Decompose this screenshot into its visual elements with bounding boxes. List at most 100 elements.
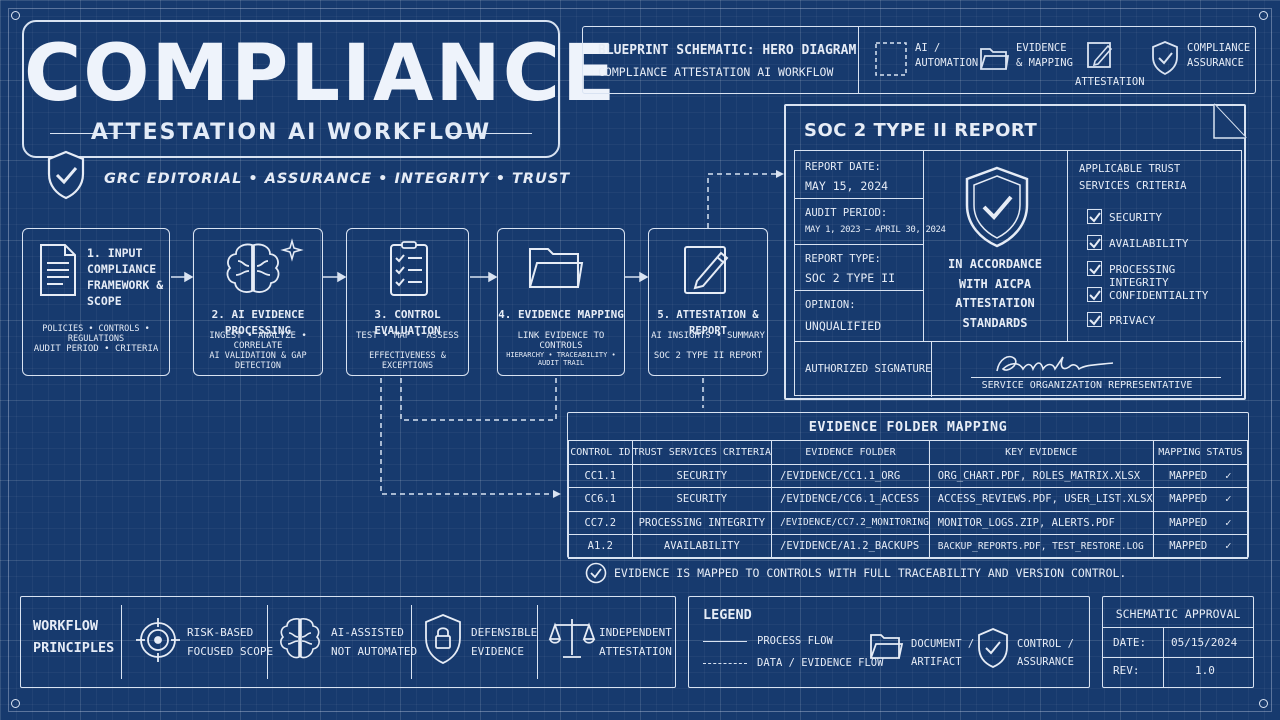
divider: [1163, 627, 1164, 687]
seal-text: IN ACCORDANCE WITH AICPA ATTESTATION STA…: [948, 257, 1042, 330]
step-detail: TEST • MAP • ASSESS: [356, 331, 459, 341]
criteria-privacy: PRIVACY: [1087, 312, 1155, 327]
principles-title: WORKFLOW PRINCIPLES: [33, 618, 115, 656]
ai-brain-icon: [280, 618, 320, 659]
mapping-status: MAPPED: [1169, 540, 1208, 553]
divider: [1103, 627, 1253, 628]
workflow-principles: WORKFLOW PRINCIPLES RISK-BASED FOCUSED S…: [20, 596, 676, 688]
divider: [267, 605, 268, 679]
step-detail: POLICIES • CONTROLS • REGULATIONS: [42, 324, 150, 344]
corner-mark: [1259, 11, 1268, 20]
column-header: TRUST SERVICES CRITERIA: [631, 440, 773, 465]
table-row[interactable]: CC7.2 PROCESSING INTEGRITY /EVIDENCE/CC7…: [568, 510, 1249, 535]
divider: [1067, 151, 1068, 341]
table-row[interactable]: CC1.1 SECURITY /EVIDENCE/CC1.1_ORG ORG_C…: [568, 463, 1249, 488]
step-title: 4. EVIDENCE MAPPING: [498, 308, 624, 321]
ai-brain-icon: [226, 238, 304, 293]
evidence-note: EVIDENCE IS MAPPED TO CONTROLS WITH FULL…: [614, 566, 1127, 580]
column-header: KEY EVIDENCE: [928, 440, 1154, 465]
opinion-value: UNQUALIFIED: [805, 319, 882, 333]
evidence-title: EVIDENCE FOLDER MAPPING: [808, 419, 1008, 435]
shield-lock-icon: [425, 614, 461, 664]
report-type-label: REPORT TYPE:: [805, 253, 881, 265]
corner-mark: [1259, 699, 1268, 708]
step-ai-processing[interactable]: 2. AI EVIDENCE PROCESSING INGEST • ANALY…: [193, 228, 323, 376]
header-title: BLUEPRINT SCHEMATIC: HERO DIAGRAM: [598, 43, 857, 58]
shield-check-icon: [47, 150, 85, 200]
report-date-label: REPORT DATE:: [805, 161, 881, 173]
legend-process-flow: PROCESS FLOW: [757, 635, 833, 647]
mapping-status: MAPPED: [1169, 469, 1208, 482]
mapping-status: MAPPED: [1169, 493, 1208, 506]
title-rule: [50, 133, 134, 134]
check-icon: ✓: [1225, 469, 1232, 482]
divider: [795, 244, 923, 245]
signature-mark: [996, 355, 1114, 372]
schematic-approval: SCHEMATIC APPROVAL DATE: 05/15/2024 REV:…: [1102, 596, 1254, 688]
table-row[interactable]: CC6.1 SECURITY /EVIDENCE/CC6.1_ACCESS AC…: [568, 487, 1249, 512]
divider: [923, 151, 924, 341]
report-type-value: SOC 2 TYPE II: [805, 271, 896, 285]
step-attestation-report[interactable]: 5. ATTESTATION & REPORT AI INSIGHTS • SU…: [648, 228, 768, 376]
page-fold: [1213, 103, 1247, 139]
principle-defensible-evidence: DEFENSIBLE EVIDENCE: [471, 626, 538, 658]
process-flow-line: [703, 641, 747, 642]
soc-report-card[interactable]: SOC 2 TYPE II REPORT REPORT DATE: MAY 15…: [784, 104, 1246, 400]
step-detail: LINK EVIDENCE TO CONTROLS: [517, 331, 605, 351]
corner-mark: [11, 699, 20, 708]
signature-line: [971, 377, 1221, 378]
step-title: 2. AI EVIDENCE PROCESSING: [211, 308, 305, 337]
principle-ai-assisted: AI-ASSISTED NOT AUTOMATED: [331, 626, 418, 658]
mapping-status: MAPPED: [1169, 516, 1208, 529]
audit-period-value: MAY 1, 2023 – APRIL 30, 2024: [805, 225, 946, 235]
divider: [795, 290, 923, 291]
step-detail: INGEST • ANALYZE • CORRELATE: [209, 331, 307, 351]
blueprint-frame: [8, 8, 1272, 712]
folder-icon: [870, 634, 904, 659]
step-title: 5. ATTESTATION & REPORT: [657, 309, 759, 337]
page-subtitle: ATTESTATION AI WORKFLOW: [90, 120, 492, 145]
step-detail: AI VALIDATION & GAP DETECTION: [209, 351, 307, 371]
audit-period-label: AUDIT PERIOD:: [805, 207, 888, 219]
step-detail: HIERARCHY • TRACEABILITY • AUDIT TRAIL: [506, 351, 616, 367]
header-divider: [858, 27, 859, 93]
legend-document: DOCUMENT / ARTIFACT: [911, 638, 975, 668]
check-circle-icon: [585, 562, 607, 584]
signature-caption: SERVICE ORGANIZATION REPRESENTATIVE: [981, 380, 1193, 391]
page-title: COMPLIANCE: [24, 29, 618, 119]
evidence-table: CONTROL ID TRUST SERVICES CRITERIA EVIDE…: [568, 440, 1249, 559]
step-detail: AUDIT PERIOD • CRITERIA: [33, 344, 159, 354]
header-legend-compliance: COMPLIANCE ASSURANCE: [1187, 42, 1251, 69]
legend-control: CONTROL / ASSURANCE: [1017, 638, 1074, 668]
table-row[interactable]: A1.2 AVAILABILITY /EVIDENCE/A1.2_BACKUPS…: [568, 534, 1249, 559]
column-header: CONTROL ID: [568, 440, 633, 465]
divider: [931, 341, 932, 397]
step-control-evaluation[interactable]: 3. CONTROL EVALUATION TEST • MAP • ASSES…: [346, 228, 469, 376]
divider: [537, 605, 538, 679]
header-legend-ai: AI / AUTOMATION: [915, 42, 979, 69]
pen-doc-icon: [684, 246, 729, 294]
approval-date-label: DATE:: [1113, 636, 1147, 649]
step-input[interactable]: 1. INPUT COMPLIANCE FRAMEWORK & SCOPE PO…: [22, 228, 170, 376]
opinion-label: OPINION:: [805, 299, 856, 311]
legend-data-flow: DATA / EVIDENCE FLOW: [757, 657, 884, 669]
title-rule: [448, 133, 532, 134]
check-icon: ✓: [1225, 493, 1232, 506]
approval-rev-value: 1.0: [1195, 664, 1215, 677]
folder-icon: [980, 48, 1010, 70]
step-evidence-mapping[interactable]: 4. EVIDENCE MAPPING LINK EVIDENCE TO CON…: [497, 228, 625, 376]
shield-check-icon: [965, 166, 1029, 248]
legend-panel: LEGEND PROCESS FLOW DATA / EVIDENCE FLOW…: [688, 596, 1090, 688]
data-flow-line: [703, 663, 747, 664]
report-date-value: MAY 15, 2024: [805, 179, 889, 193]
header-subtitle: COMPLIANCE ATTESTATION AI WORKFLOW: [598, 65, 834, 79]
approval-rev-label: REV:: [1113, 664, 1140, 677]
approval-date-value: 05/15/2024: [1171, 636, 1238, 649]
step-detail: SOC 2 TYPE II REPORT: [653, 351, 763, 361]
signature-label: AUTHORIZED SIGNATURE: [805, 363, 932, 375]
checklist-icon: [390, 241, 428, 296]
legend-title: LEGEND: [703, 607, 752, 623]
divider: [121, 605, 122, 679]
folder-icon: [529, 248, 584, 288]
